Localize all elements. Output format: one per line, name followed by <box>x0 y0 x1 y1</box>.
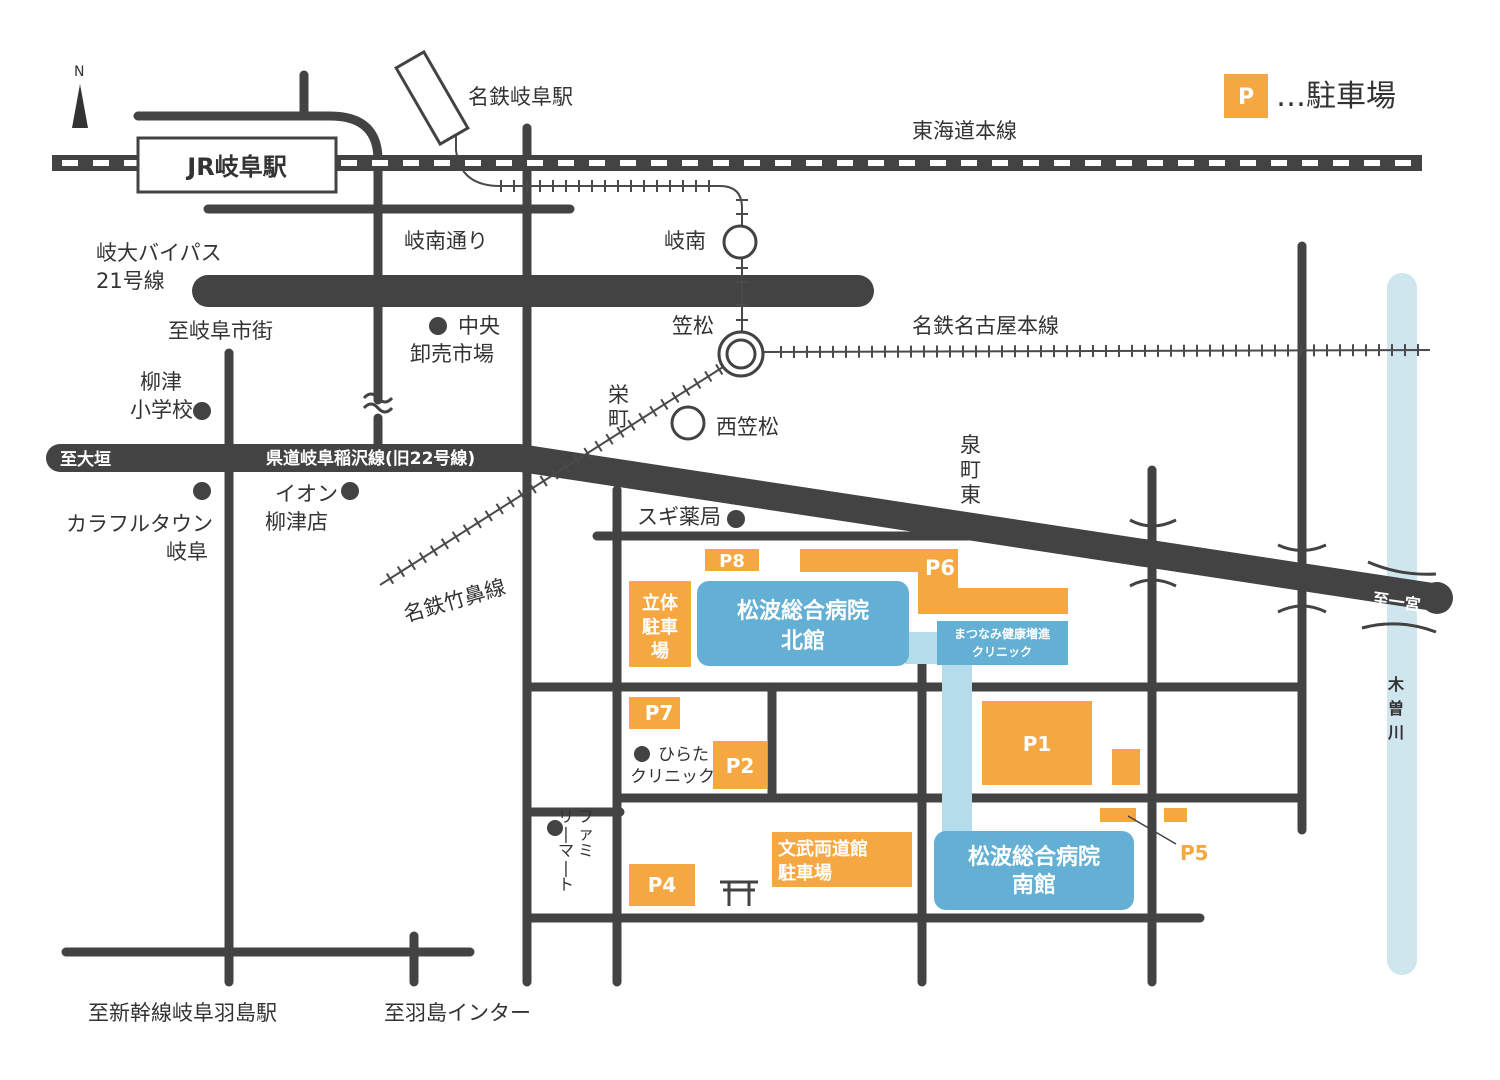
legend-badge-label: P <box>1238 85 1254 110</box>
hospital-south-building <box>934 831 1134 910</box>
to-hashima-ic-label: 至羽島インター <box>384 1001 531 1025</box>
aeon-label: イオン柳津店 <box>265 482 338 534</box>
legend-badge <box>1224 74 1268 118</box>
izumimachi-higashi-label: 泉町東 <box>960 433 981 507</box>
jr-gifu-station-box <box>136 136 338 194</box>
to-gifu-city-label: 至岐阜市街 <box>168 319 273 343</box>
parking-multistory-label: 立体駐車場 <box>642 592 679 662</box>
jr-gifu-station-label: JR岐阜駅 <box>185 153 286 181</box>
river-label: 木曽川 <box>1387 675 1405 742</box>
nagoya-honsen-label: 名鉄名古屋本線 <box>912 314 1059 338</box>
p6-label: P6 <box>925 556 955 580</box>
clinic-building <box>937 621 1068 665</box>
p4-label: P4 <box>648 873 677 897</box>
hospital-south-label: 松波総合病院南館 <box>968 844 1100 898</box>
p5-label: P5 <box>1180 841 1209 865</box>
hospital-north-label: 松波総合病院北館 <box>737 598 869 654</box>
tokaido-line-label: 東海道本線 <box>912 119 1017 143</box>
p2-label: P2 <box>726 754 755 778</box>
colorful-town-label: カラフルタウン岐阜 <box>66 512 213 564</box>
kasamatsu-station-inner <box>725 338 757 370</box>
landmark-dots <box>193 317 745 836</box>
parking-p1-annex <box>1112 749 1140 785</box>
parking-p5-a <box>1100 808 1136 822</box>
ginan-dori-label: 岐南通り <box>404 229 488 253</box>
north-arrow-icon: N <box>72 64 88 128</box>
to-ogaki-label: 至大垣 <box>60 449 111 470</box>
to-shinkansen-label: 至新幹線岐阜羽島駅 <box>88 1001 277 1025</box>
road-prefectural-end <box>1421 582 1453 614</box>
parking-p7 <box>629 697 680 729</box>
legend-text: …駐車場 <box>1276 79 1396 114</box>
hospital-north-building <box>697 581 909 666</box>
hospital-connector-h <box>905 632 941 664</box>
road-prefectural <box>46 444 1440 612</box>
sakaemachi-label: 栄町 <box>608 383 629 431</box>
nishi-kasamatsu-label: 西笠松 <box>716 415 779 439</box>
p5-leader-line <box>1127 815 1177 845</box>
parking-p4 <box>629 864 695 906</box>
parking-bunbu-label: 文武両道館駐車場 <box>778 838 868 884</box>
nishi-kasamatsu-station-icon <box>670 405 706 441</box>
school-label: 柳津小学校 <box>130 370 193 422</box>
p8-label: P8 <box>719 551 745 572</box>
family-mart-label: ファミリ|マ|ト <box>558 807 594 894</box>
road-break-icon <box>362 392 394 414</box>
ginan-station-label: 岐南 <box>664 229 706 253</box>
parking-bunbu <box>772 832 912 887</box>
shrine-torii-icon <box>720 880 758 906</box>
market-label: 中央卸売市場 <box>410 314 500 366</box>
bridge-markings <box>1129 518 1437 634</box>
parking-p5-b <box>1164 808 1187 822</box>
p7-label: P7 <box>645 701 674 725</box>
meitetsu-gifu-label: 名鉄岐阜駅 <box>468 85 573 109</box>
ginan-station-icon <box>722 224 758 260</box>
parking-p8 <box>705 549 759 571</box>
clinic-label: まつなみ健康増進クリニック <box>954 626 1051 659</box>
meitetsu-gifu-building-icon <box>394 49 470 147</box>
parking-p1 <box>982 701 1092 785</box>
parking-multistory <box>629 581 691 667</box>
sugi-pharmacy-label: スギ薬局 <box>637 505 721 529</box>
parking-p6 <box>800 549 1068 614</box>
prefectural-road-label: 県道岐阜稲沢線(旧22号線) <box>266 448 475 469</box>
p1-label: P1 <box>1023 732 1052 756</box>
kasamatsu-station-label: 笠松 <box>672 314 714 338</box>
north-label: N <box>74 64 84 80</box>
takehana-line-label: 名鉄竹鼻線 <box>401 575 509 627</box>
hirata-clinic-label: ひらたクリニック <box>630 745 715 787</box>
parking-p2 <box>713 741 767 789</box>
hospital-connector-v <box>942 664 972 834</box>
